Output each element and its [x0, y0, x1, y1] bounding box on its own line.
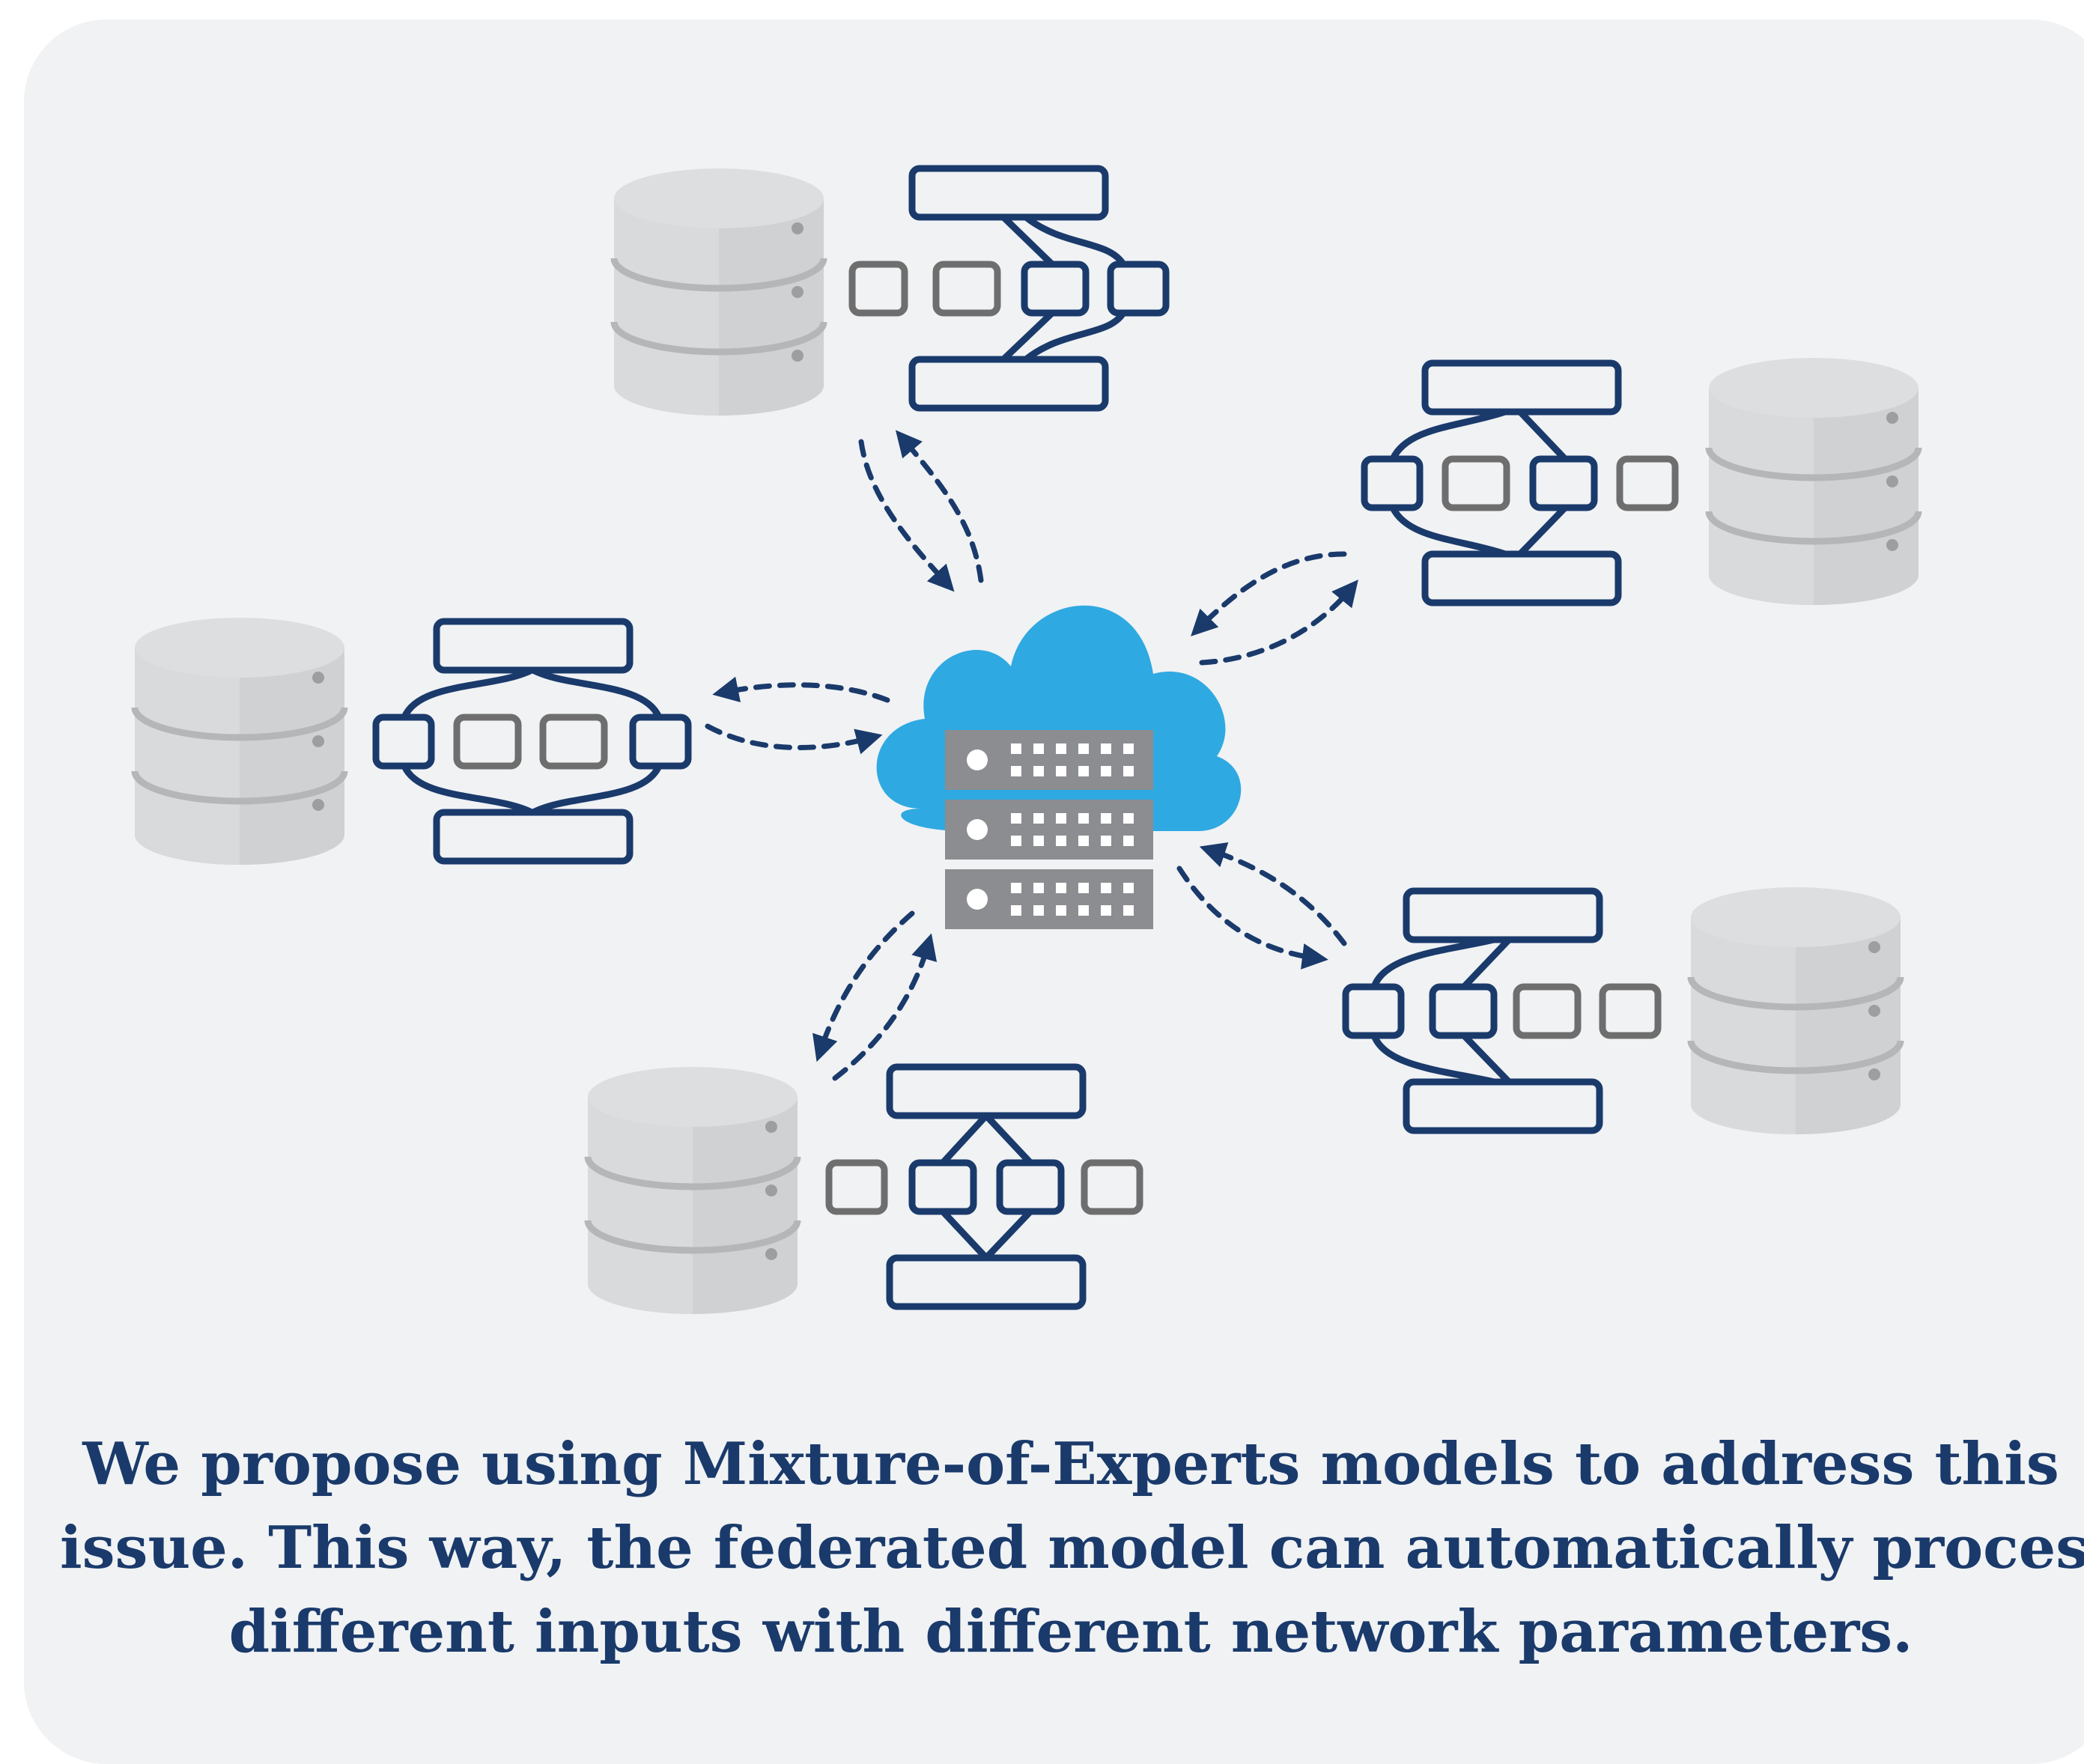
caption-line-2: issue. This way, the federated model can… — [60, 1514, 2084, 1582]
arrow-rightbottom-out — [1176, 866, 1328, 970]
mixture-of-experts-icon — [1342, 887, 1662, 1134]
client-right-bottom — [1342, 887, 1901, 1134]
arrow-rightbottom-in — [1199, 842, 1347, 946]
server-icon — [945, 730, 1153, 929]
mixture-of-experts-icon — [825, 1063, 1143, 1310]
cloud-server-icon — [876, 605, 1242, 929]
arrow-left-out — [712, 676, 890, 703]
arrow-righttop-out — [1199, 580, 1358, 666]
database-icon — [614, 168, 824, 416]
client-top — [614, 165, 1170, 416]
caption-line-1: We propose using Mixture-of-Experts mode… — [82, 1430, 2059, 1498]
arrow-righttop-in — [1191, 551, 1347, 636]
database-icon — [135, 618, 344, 865]
caption-text: We propose using Mixture-of-Experts mode… — [60, 1423, 2084, 1674]
connection-arrows — [705, 430, 1358, 1081]
arrow-bottom-down — [812, 910, 915, 1062]
database-icon — [1691, 887, 1901, 1134]
database-icon — [588, 1067, 798, 1314]
client-bottom — [588, 1063, 1143, 1314]
arrow-top-up — [895, 430, 984, 583]
arrow-bottom-up — [832, 933, 938, 1081]
database-icon — [1709, 358, 1919, 605]
arrow-top-down — [858, 439, 955, 592]
mixture-of-experts-icon — [372, 618, 692, 865]
caption-line-3: different inputs with different network … — [228, 1598, 1913, 1666]
mixture-of-experts-icon — [1361, 359, 1679, 606]
client-right-top — [1361, 358, 1919, 606]
mixture-of-experts-icon — [848, 165, 1170, 412]
client-left — [135, 618, 692, 865]
arrow-left-in — [705, 723, 883, 755]
